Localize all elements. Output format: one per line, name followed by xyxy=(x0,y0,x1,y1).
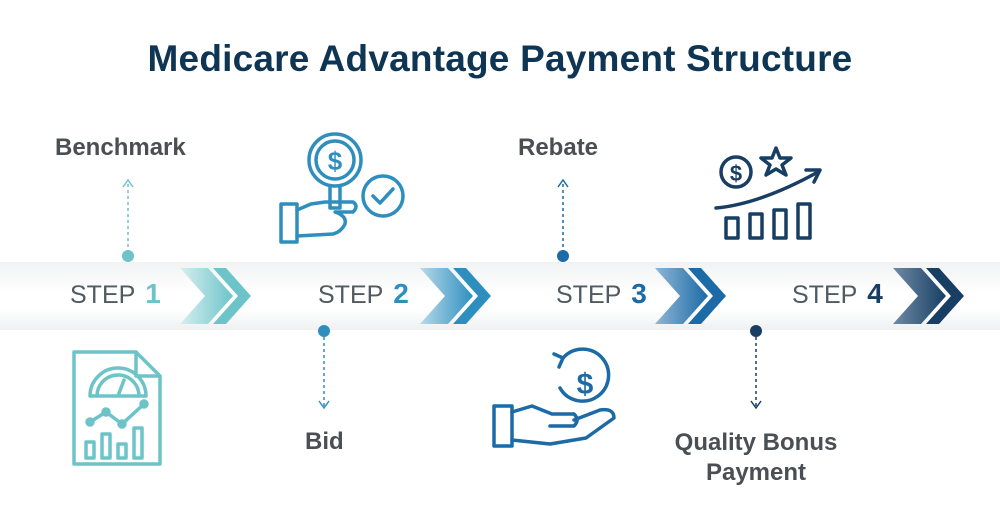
step-4-word: STEP xyxy=(792,281,858,309)
benchmark-label: Benchmark xyxy=(55,134,186,161)
quality-bonus-label: Quality Bonus Payment xyxy=(660,428,852,488)
timeline-band xyxy=(0,262,1000,330)
step-3: STEP 3 xyxy=(556,278,647,318)
quality-bonus-label-line-1: Quality Bonus xyxy=(674,429,838,456)
rebate-connector xyxy=(557,178,569,262)
step-3-chevron xyxy=(655,268,726,324)
step-2: STEP 2 xyxy=(318,278,409,318)
step-3-word: STEP xyxy=(556,281,622,309)
hand-dollar-return-icon: $ xyxy=(492,347,616,448)
step-4: STEP 4 xyxy=(792,278,883,318)
quality-bonus-label-line-2: Payment xyxy=(705,459,807,486)
svg-text:$: $ xyxy=(730,161,742,186)
page-title: Medicare Advantage Payment Structure xyxy=(147,38,853,79)
step-3-number: 3 xyxy=(631,278,647,309)
benchmark-connector xyxy=(122,178,134,262)
step-2-number: 2 xyxy=(393,278,409,309)
svg-text:$: $ xyxy=(577,368,594,401)
step-2-word: STEP xyxy=(318,281,384,309)
svg-text:$: $ xyxy=(328,146,343,176)
growth-chart-star-icon: $ xyxy=(714,146,822,240)
hand-magnifier-dollar-check-icon: $ xyxy=(279,132,405,244)
rebate-label: Rebate xyxy=(518,134,599,161)
step-1-word: STEP xyxy=(70,281,136,309)
step-4-chevron xyxy=(893,268,964,324)
quality-bonus-connector xyxy=(750,325,762,410)
step-1: STEP 1 xyxy=(70,278,161,318)
step-1-number: 1 xyxy=(145,278,161,309)
step-4-number: 4 xyxy=(867,278,883,309)
step-1-chevron xyxy=(180,268,251,324)
bid-label: Bid xyxy=(305,428,344,455)
bid-connector xyxy=(318,325,330,410)
step-2-chevron xyxy=(420,268,491,324)
gauge-report-icon xyxy=(72,350,162,466)
